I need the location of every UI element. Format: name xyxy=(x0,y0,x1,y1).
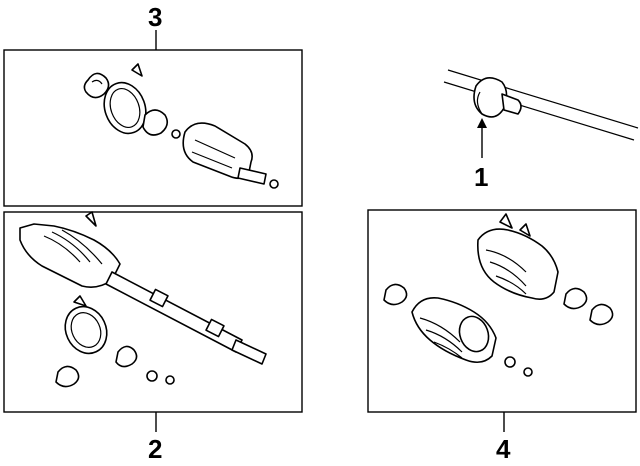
callout-2-group[interactable]: 2 xyxy=(148,412,162,464)
callout-label-4[interactable]: 4 xyxy=(496,434,511,464)
callout-label-3[interactable]: 3 xyxy=(148,2,162,32)
callout-1-group[interactable]: 1 xyxy=(474,118,488,192)
callout-label-1[interactable]: 1 xyxy=(474,162,488,192)
callout-label-2[interactable]: 2 xyxy=(148,434,162,464)
outer-cv-joint-illustration xyxy=(83,63,279,189)
leader-arrow-1 xyxy=(477,118,487,128)
kit-box-4 xyxy=(367,209,637,413)
axle-shaft-illustration xyxy=(19,211,267,388)
kit-box-3 xyxy=(3,49,303,207)
boot-kit-illustration xyxy=(383,213,614,377)
callout-3-group[interactable]: 3 xyxy=(148,2,162,50)
callout-4-group[interactable]: 4 xyxy=(496,412,511,464)
dust-deflector-illustration xyxy=(443,69,639,141)
kit-box-2 xyxy=(3,211,303,413)
